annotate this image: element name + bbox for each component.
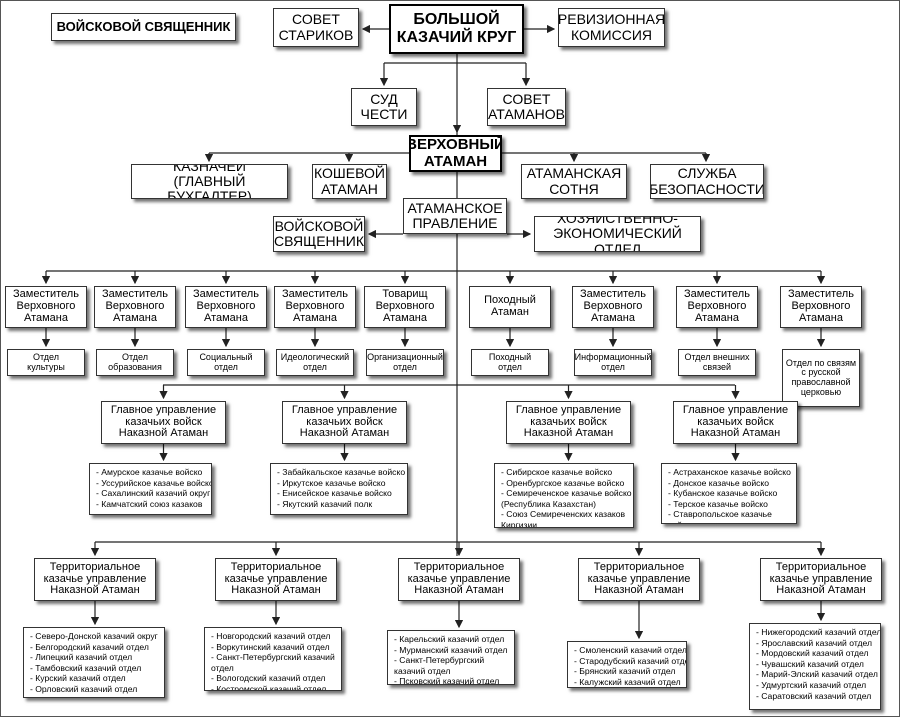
deputy-box: Заместитель Верховного Атамана (780, 286, 862, 328)
territorial-box: Территориальное казачье управление Наказ… (578, 558, 700, 601)
list-item: (Республика Казахстан) (501, 498, 596, 509)
department-box: Идеологический отдел (276, 349, 354, 376)
territorial-box: Территориальное казачье управление Наказ… (760, 558, 882, 601)
department-box: Походный отдел (471, 349, 549, 376)
list-item: - Саратовский казачий отдел (756, 690, 872, 701)
main-directorate-list: - Забайкальское казачье войско- Иркутско… (270, 463, 408, 515)
territorial-box: Территориальное казачье управление Наказ… (215, 558, 337, 601)
node-verkhovny-ataman: ВЕРХОВНЫЙ АТАМАН (409, 135, 502, 172)
list-item: - Костромской казачий отдел (211, 683, 327, 691)
list-item: - Санкт-Петербургский казачий отдел (394, 655, 485, 676)
list-item: - Амурское казачье войско (96, 467, 203, 477)
list-item: - Орловский казачий отдел (30, 683, 138, 694)
list-item: Киргизии (501, 519, 538, 528)
list-item: - Донское казачье войско (668, 477, 770, 488)
list-item: - Липецкий казачий отдел (30, 652, 133, 663)
territorial-box: Территориальное казачье управление Наказ… (398, 558, 520, 601)
list-item: - Удмуртский казачий отдел (756, 679, 867, 690)
territorial-list: - Новгородский казачий отдел- Воркутинск… (204, 627, 342, 691)
deputy-box: Заместитель Верховного Атамана (185, 286, 267, 328)
list-item: - Курский казачий отдел (30, 673, 126, 684)
list-item: - Вологодский казачий отдел (211, 673, 326, 684)
list-item: - Новгородский казачий отдел (211, 631, 331, 641)
list-item: - Санкт-Петербургский казачий отдел (211, 652, 335, 673)
node-sud-chesti: СУД ЧЕСТИ (351, 88, 417, 126)
deputy-box: Заместитель Верховного Атамана (5, 286, 87, 328)
list-item: - Якутский казачий полк (277, 498, 373, 509)
node-koshevoi-ataman: КОШЕВОЙ АТАМАН (312, 164, 387, 199)
department-box: Информационный отдел (574, 349, 652, 376)
node-sovet-starikov: СОВЕТ СТАРИКОВ (273, 8, 359, 47)
main-directorate-list: - Астраханское казачье войско- Донское к… (661, 463, 797, 524)
list-item: - Ярославский казачий отдел (756, 637, 873, 648)
node-voiskovoi-svyashchennik-top: ВОЙСКОВОЙ СВЯЩЕННИК (51, 13, 236, 41)
list-item: - Семиреченское казачье войско (501, 488, 632, 499)
list-item: - Марий-Элский казачий отдел (756, 669, 878, 680)
list-item: - Брянский казачий отдел (574, 666, 676, 677)
node-atamanskoe-pravlenie: АТАМАНСКОЕ ПРАВЛЕНИЕ (403, 198, 507, 234)
deputy-box: Товарищ Верховного Атамана (364, 286, 446, 328)
department-box: Отдел культуры (7, 349, 85, 376)
main-directorate-box: Главное управление казачьих войск Наказн… (101, 401, 226, 444)
list-item: - Белгородский казачий отдел (30, 641, 149, 652)
node-kaznachei: КАЗНАЧЕЙ (ГЛАВНЫЙ БУХГАЛТЕР) (131, 164, 288, 199)
department-box: Организационный отдел (366, 349, 444, 376)
main-directorate-box: Главное управление казачьих войск Наказн… (506, 401, 631, 444)
territorial-list: - Нижегородский казачий отдел- Ярославск… (749, 623, 881, 710)
list-item: - Сахалинский казачий округ (96, 488, 211, 499)
list-item: - Калужский казачий отдел (574, 676, 681, 687)
list-item: - Терское казачье войско (668, 498, 768, 509)
list-item: - Забайкальское казачье войско (277, 467, 406, 477)
list-item: - Чувашский казачий отдел (756, 658, 864, 669)
department-box: Отдел образования (96, 349, 174, 376)
main-directorate-box: Главное управление казачьих войск Наказн… (282, 401, 407, 444)
deputy-box: Походный Атаман (469, 286, 551, 328)
list-item: - Карельский казачий отдел (394, 634, 505, 644)
list-item: - Тамбовский казачий отдел (30, 662, 142, 673)
list-item: - Сибирское казачье войско (501, 467, 613, 477)
territorial-list: - Северо-Донской казачий округ- Белгород… (23, 627, 165, 698)
node-revizionnaya-komissiya: РЕВИЗИОННАЯ КОМИССИЯ (558, 8, 665, 47)
department-box: Социальный отдел (187, 349, 265, 376)
node-voiskovoi-svyashchennik: ВОЙСКОВОЙ СВЯЩЕННИК (273, 216, 365, 252)
list-item: - Нижегородский казачий отдел (756, 627, 881, 637)
deputy-box: Заместитель Верховного Атамана (676, 286, 758, 328)
list-item: - Енисейское казачье войско (277, 488, 392, 499)
department-box: Отдел внешних связей (678, 349, 756, 376)
list-item: - Кубанское казачье войско (668, 488, 778, 499)
node-khozyaistvenny-otdel: ХОЗЯЙСТВЕННО- ЭКОНОМИЧЕСКИЙ ОТДЕЛ (534, 216, 701, 252)
list-item: - Смоленский казачий отдел (574, 645, 687, 655)
node-sluzhba-bezopasnosti: СЛУЖБА БЕЗОПАСНОСТИ (650, 164, 764, 199)
node-atamanskaya-sotnya: АТАМАНСКАЯ СОТНЯ (521, 164, 627, 199)
main-directorate-list: - Сибирское казачье войско- Оренбургское… (494, 463, 634, 528)
list-item: - Уссурийское казачье войско (96, 477, 212, 488)
main-directorate-box: Главное управление казачьих войск Наказн… (673, 401, 798, 444)
list-item: - Псковский казачий отдел (394, 676, 500, 685)
deputy-box: Заместитель Верховного Атамана (94, 286, 176, 328)
list-item: - Воркутинский казачий отдел (211, 641, 330, 652)
list-item: - Союз Семиреченских казаков (501, 509, 626, 520)
list-item: - Мурманский казачий отдел (394, 644, 508, 655)
territorial-box: Территориальное казачье управление Наказ… (34, 558, 156, 601)
list-item: - Стародубский казачий отдел (574, 655, 687, 666)
deputy-box: Заместитель Верховного Атамана (572, 286, 654, 328)
department-box: Отдел по связям с русской православной ц… (782, 349, 860, 407)
deputy-box: Заместитель Верховного Атамана (274, 286, 356, 328)
list-item: - Мордовский казачий отдел (756, 648, 869, 659)
list-item: - Северо-Донской казачий округ (30, 631, 158, 641)
list-item: - Ставропольское казачье войско (668, 509, 772, 523)
node-sovet-atamanov: СОВЕТ АТАМАНОВ (487, 88, 566, 126)
main-directorate-list: - Амурское казачье войско- Уссурийское к… (89, 463, 212, 515)
list-item: - Астраханское казачье войско (668, 467, 791, 477)
list-item: - Оренбургское казачье войско (501, 477, 625, 488)
territorial-list: - Смоленский казачий отдел- Стародубский… (567, 641, 687, 688)
territorial-list: - Карельский казачий отдел- Мурманский к… (387, 630, 515, 685)
list-item: - Иркутское казачье войско (277, 477, 386, 488)
list-item: - Камчатский союз казаков (96, 498, 203, 509)
node-bolshoi-kazachii-krug: БОЛЬШОЙ КАЗАЧИЙ КРУГ (389, 4, 524, 54)
